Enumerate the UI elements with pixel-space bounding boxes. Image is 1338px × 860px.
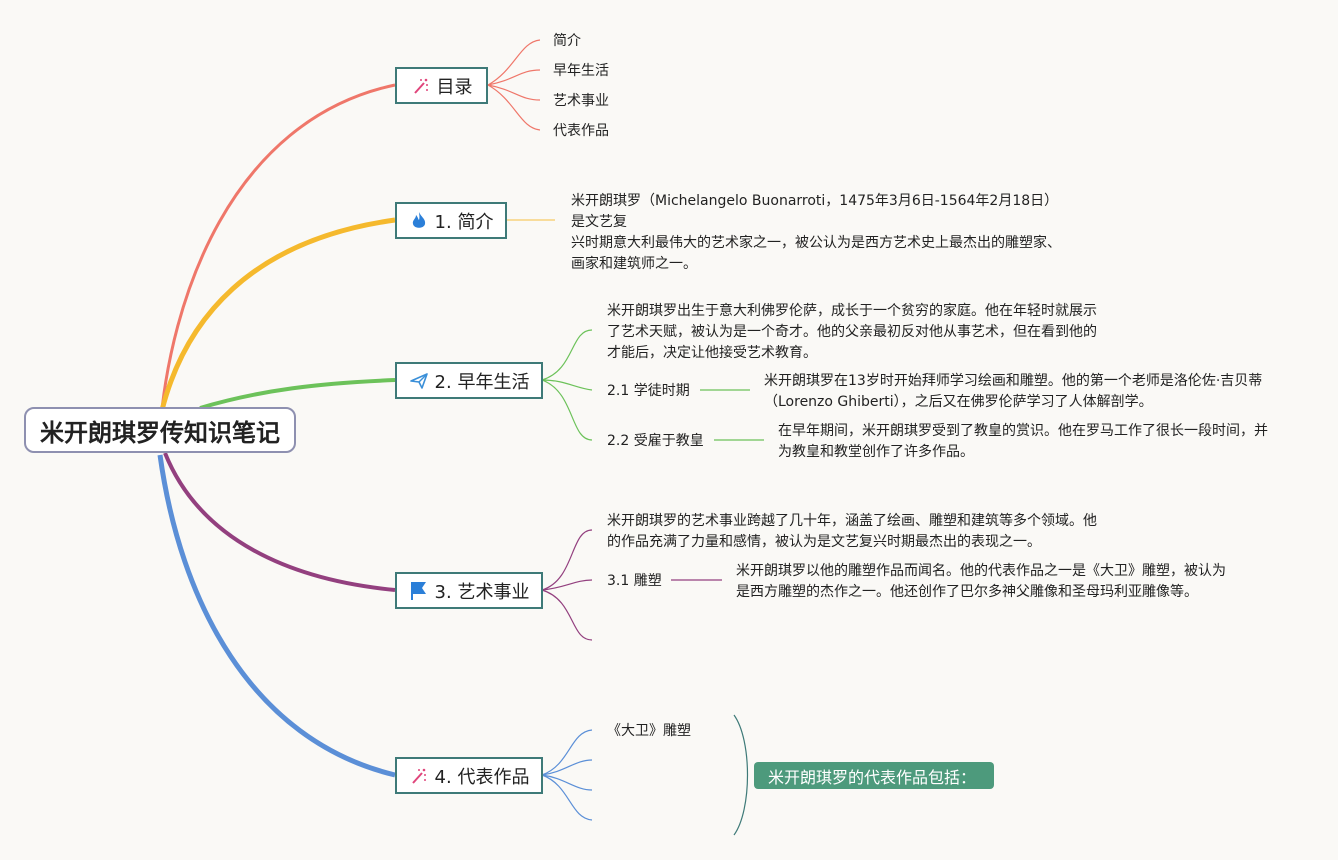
toc-item[interactable]: 艺术事业 [553,93,609,109]
summary-box[interactable]: 米开朗琪罗的代表作品包括： [754,762,994,789]
fire-icon [409,211,429,231]
toc-item[interactable]: 早年生活 [553,63,609,79]
wand-icon [411,76,431,96]
pope-text[interactable]: 在早年期间，米开朗琪罗受到了教皇的赏识。他在罗马工作了很长一段时间，并 为教皇和… [778,423,1268,460]
apprentice-text[interactable]: 米开朗琪罗在13岁时开始拜师学习绘画和雕塑。他的第一个老师是洛伦佐·吉贝蒂 （L… [764,373,1263,410]
toc-item[interactable]: 简介 [553,33,581,49]
root-topic[interactable]: 米开朗琪罗传知识笔记 [24,407,296,453]
topic-career-label: 3. 艺术事业 [434,581,530,603]
career-text[interactable]: 米开朗琪罗的艺术事业跨越了几十年，涵盖了绘画、雕塑和建筑等多个领域。他 的作品充… [607,513,1097,550]
subtopic-pope[interactable]: 2.2 受雇于教皇 [607,433,704,449]
topic-early-life[interactable]: 2. 早年生活 [395,362,543,399]
wand-icon [409,766,429,786]
subtopic-sculpture[interactable]: 3.1 雕塑 [607,573,662,589]
paper-plane-icon [409,371,429,391]
topic-intro[interactable]: 1. 简介 [395,202,507,239]
sculpture-text[interactable]: 米开朗琪罗以他的雕塑作品而闻名。他的代表作品之一是《大卫》雕塑，被认为 是西方雕… [736,563,1226,600]
topic-works-label: 4. 代表作品 [434,766,530,788]
topic-works[interactable]: 4. 代表作品 [395,757,543,794]
toc-item[interactable]: 代表作品 [553,123,609,139]
flag-icon [409,581,429,601]
root-title: 米开朗琪罗传知识笔记 [40,418,280,447]
topic-toc-label: 目录 [436,76,473,98]
topic-toc[interactable]: 目录 [395,67,488,104]
subtopic-apprentice[interactable]: 2.1 学徒时期 [607,383,690,399]
intro-text[interactable]: 米开朗琪罗（Michelangelo Buonarroti，1475年3月6日-… [571,193,1061,272]
topic-career[interactable]: 3. 艺术事业 [395,572,543,609]
topic-early-life-label: 2. 早年生活 [434,371,530,393]
topic-intro-label: 1. 简介 [434,211,494,233]
early-text[interactable]: 米开朗琪罗出生于意大利佛罗伦萨，成长于一个贫穷的家庭。他在年轻时就展示 了艺术天… [607,303,1097,361]
works-item[interactable]: 《大卫》雕塑 [607,723,691,739]
summary-text: 米开朗琪罗的代表作品包括： [768,767,977,787]
